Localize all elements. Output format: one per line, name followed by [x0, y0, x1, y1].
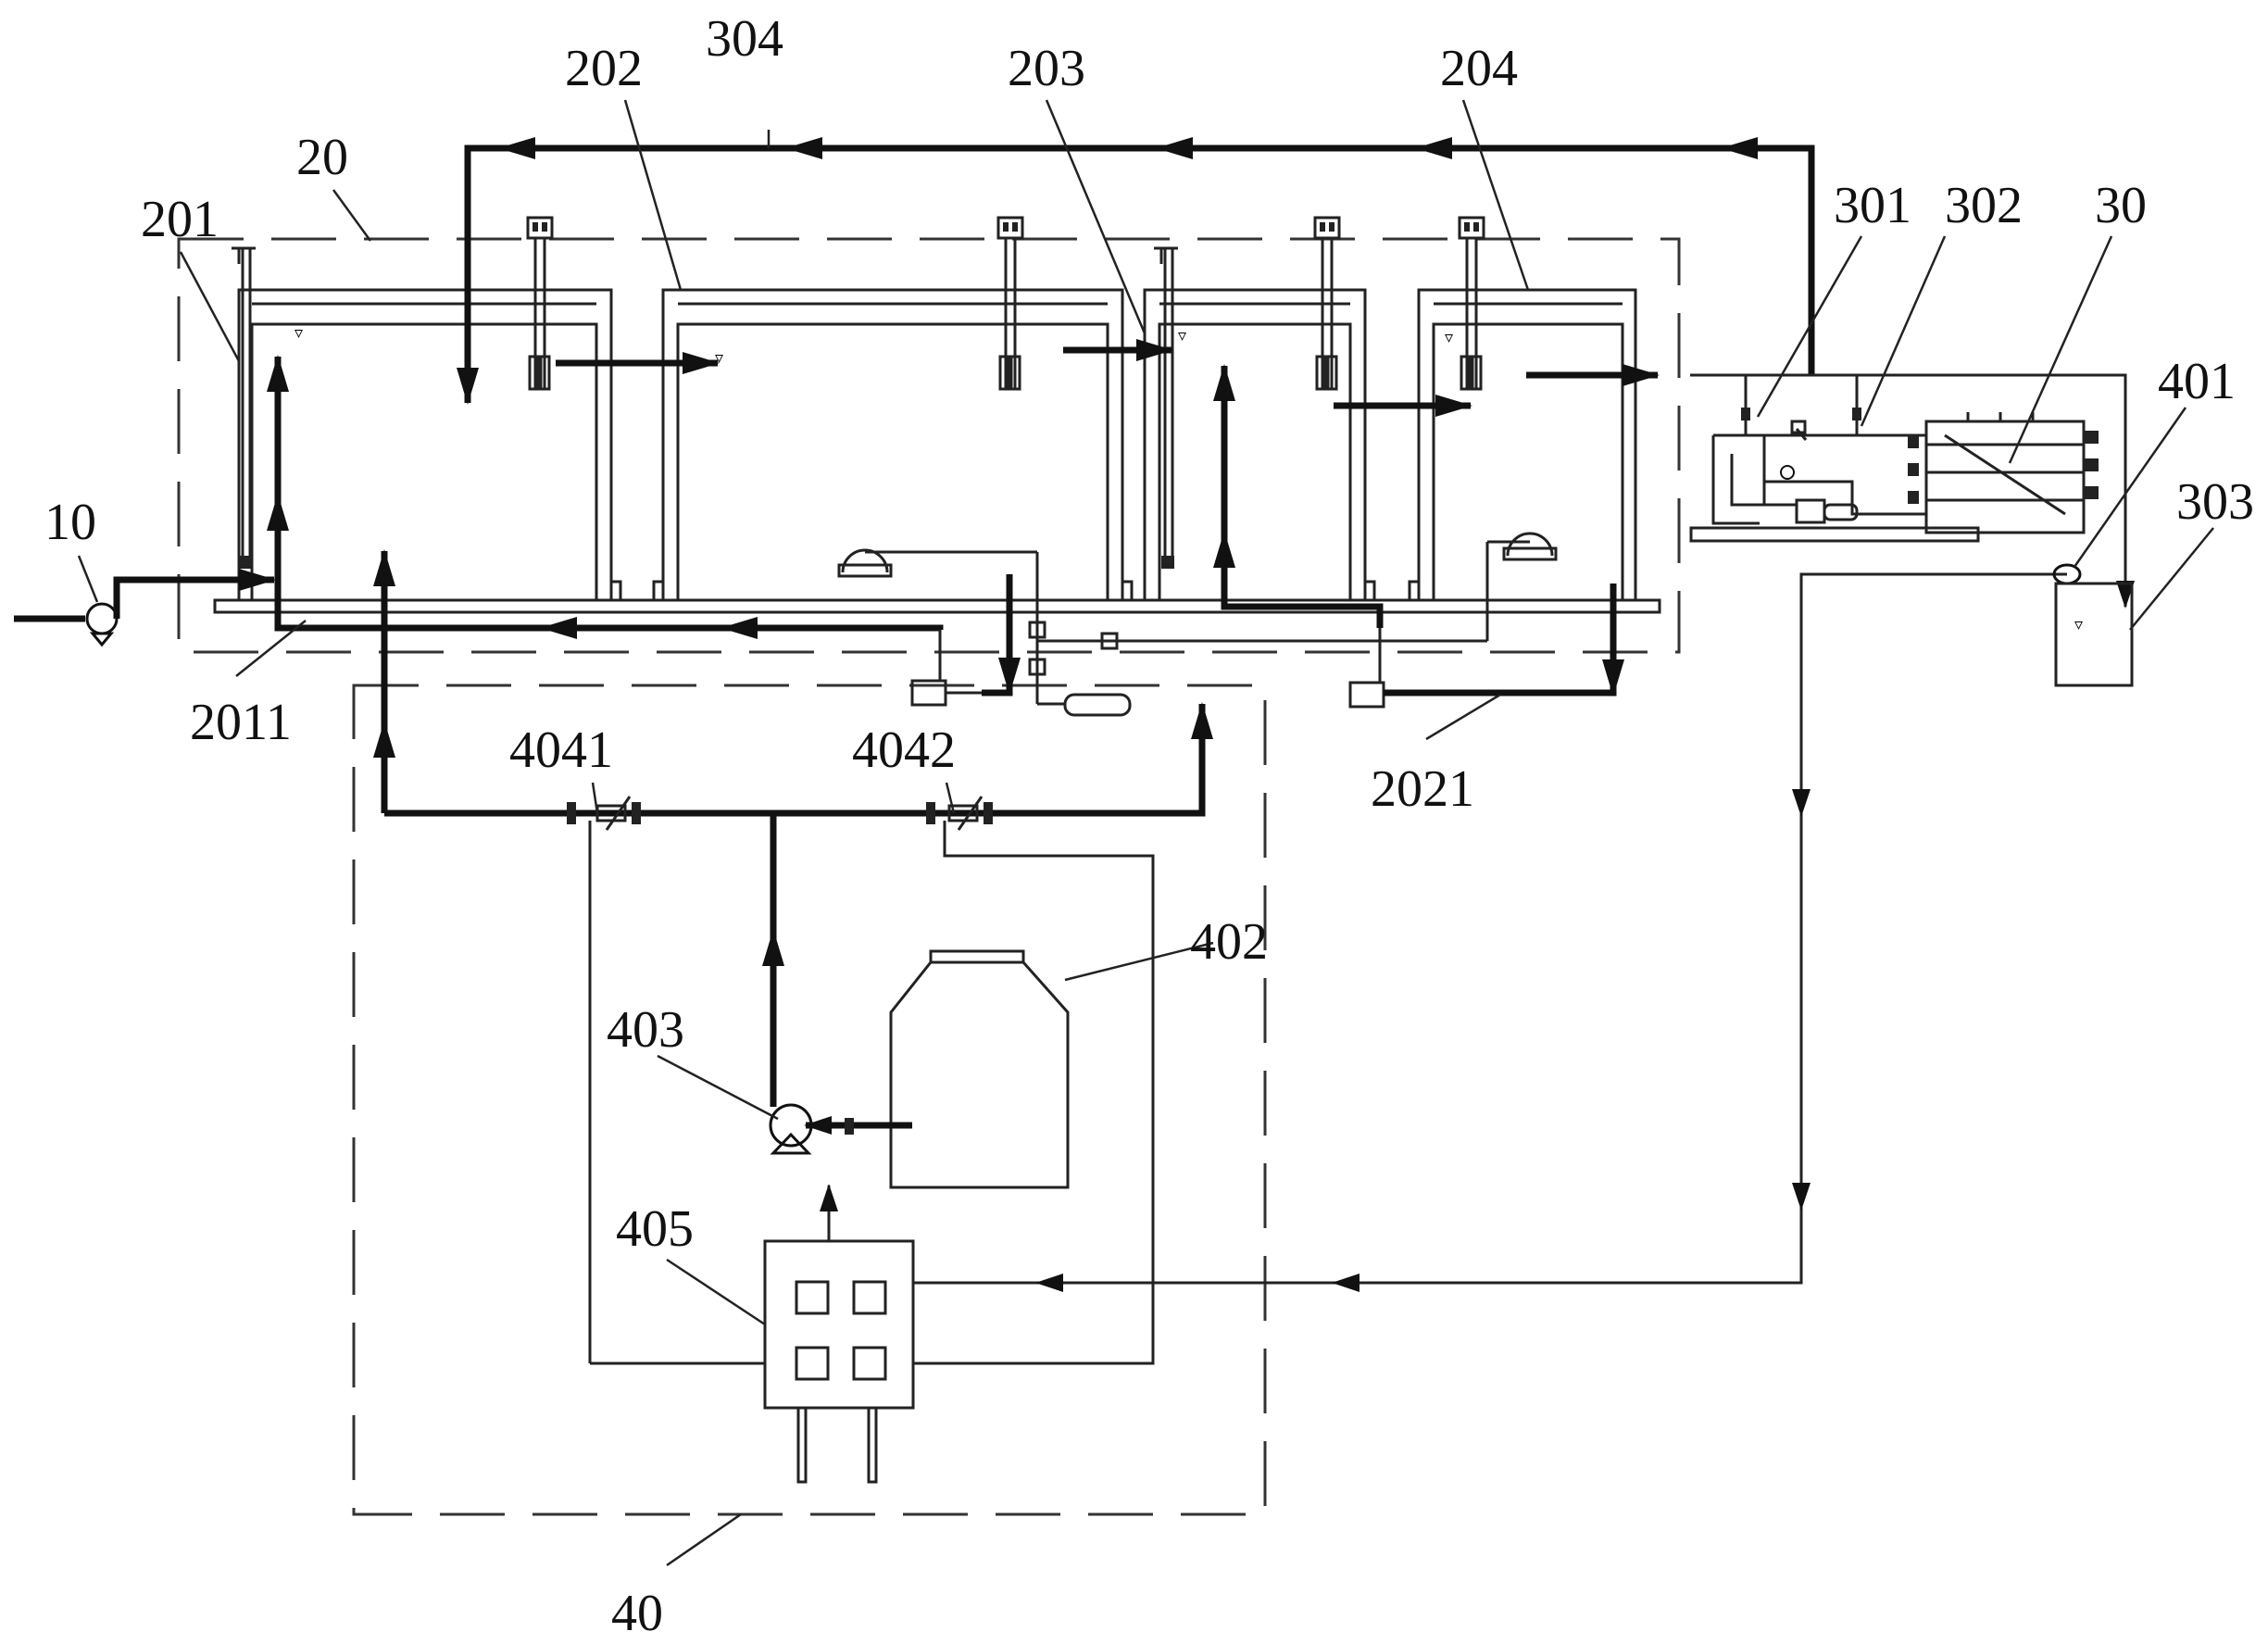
partition-2 — [1121, 580, 1134, 600]
valve-4041 — [567, 796, 765, 1365]
label-40: 40 — [611, 1585, 663, 1642]
label-30: 30 — [2095, 177, 2147, 234]
svg-text:▿: ▿ — [1178, 326, 1186, 345]
system-40-boundary — [352, 684, 1267, 1516]
air-line-valves — [1028, 602, 1132, 717]
valve-4042 — [913, 796, 1155, 1365]
sludge-line-2011 — [267, 355, 944, 632]
system-20-boundary — [177, 237, 1681, 654]
dosing-lines — [373, 549, 1213, 1107]
label-301: 301 — [1834, 177, 1911, 234]
aeration-riser-203 — [1154, 246, 1178, 569]
signal-line-401 — [913, 563, 2082, 1292]
label-201: 201 — [141, 191, 219, 248]
mixer-204 — [1121, 532, 1558, 643]
label-2011: 2011 — [190, 694, 292, 751]
level-probe-4 — [1458, 216, 1485, 391]
label-203: 203 — [1008, 40, 1085, 97]
sludge-line-2021 — [1213, 364, 1624, 709]
label-202: 202 — [565, 40, 643, 97]
tank-base — [213, 598, 1661, 614]
sludge-pump-202 — [910, 574, 1021, 707]
tank-204: ▿ — [1417, 288, 1637, 600]
svg-text:▿: ▿ — [2074, 615, 2083, 634]
label-2021: 2021 — [1371, 760, 1474, 818]
tank-202: ▿ — [661, 288, 1124, 600]
inlet-pump-10 — [14, 569, 276, 647]
label-4042: 4042 — [852, 722, 956, 779]
label-4041: 4041 — [509, 722, 613, 779]
controller-405 — [763, 1184, 915, 1484]
tank-203: ▿ — [1143, 288, 1367, 600]
label-304: 304 — [706, 10, 783, 68]
label-204: 204 — [1440, 40, 1518, 97]
aeration-riser-201 — [232, 246, 256, 569]
label-10: 10 — [44, 494, 96, 551]
level-probe-3 — [1313, 216, 1341, 391]
return-line-304 — [457, 144, 1815, 405]
label-303: 303 — [2176, 473, 2254, 531]
dosing-pump-403 — [769, 1103, 854, 1155]
label-403: 403 — [607, 1001, 684, 1059]
svg-text:▿: ▿ — [1445, 328, 1453, 347]
label-401: 401 — [2158, 353, 2236, 410]
mixer-202 — [837, 548, 1039, 602]
label-302: 302 — [1945, 177, 2023, 234]
label-402: 402 — [1190, 913, 1268, 971]
membrane-unit-30 — [1689, 373, 2135, 609]
level-probe-1 — [526, 216, 554, 391]
tank-201: ▿ — [237, 288, 613, 600]
level-probe-2 — [996, 216, 1024, 391]
chemical-tank-402 — [804, 949, 1070, 1189]
partition-1 — [609, 580, 665, 600]
label-20: 20 — [296, 129, 348, 186]
partition-3 — [1363, 580, 1421, 600]
permeate-tank-303: ▿ — [2054, 582, 2134, 687]
svg-text:▿: ▿ — [294, 323, 303, 343]
leader-lines — [77, 99, 2214, 1567]
label-405: 405 — [616, 1200, 694, 1258]
